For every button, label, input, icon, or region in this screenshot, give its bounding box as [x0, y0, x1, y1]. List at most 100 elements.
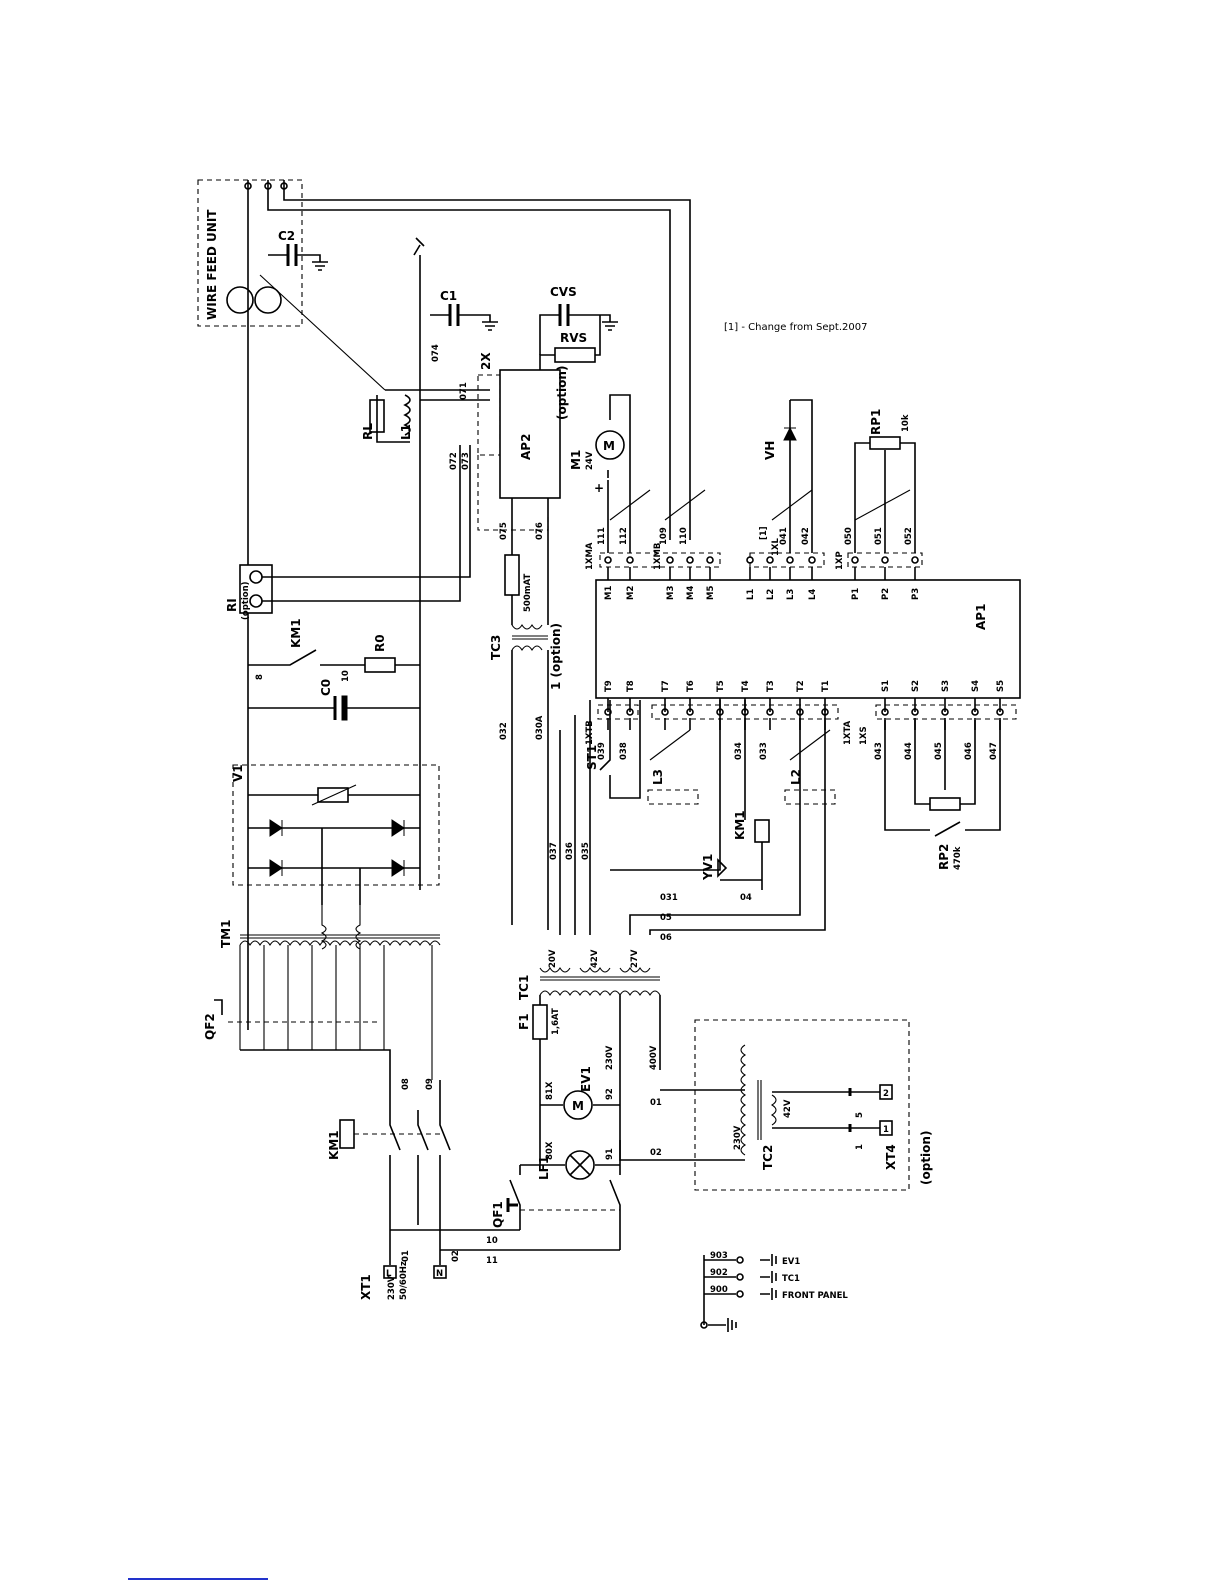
ground-row-terminal [736, 1290, 744, 1298]
ap1-bottom-pin-label: T5 [716, 680, 726, 692]
ground-label: TC1 [782, 1274, 800, 1284]
connector-1xl [749, 552, 825, 568]
vh-label: VH [763, 441, 777, 460]
ap1-top-pin-contact [686, 556, 694, 564]
tm1-label: TM1 [219, 920, 233, 948]
ground-wire-number: 902 [710, 1268, 728, 1278]
tc1-tap-27v: 27V [630, 949, 640, 968]
ap1-bottom-pin-label: S5 [996, 680, 1006, 692]
motor-m1: M + M1 24V [569, 394, 706, 553]
connector-1xmb: 1XMB [653, 543, 663, 570]
ferrite-l3: L3 [647, 729, 699, 805]
connector-1xp [847, 552, 923, 568]
wire-label-bottom: 046 [964, 742, 974, 760]
connector-1xma-1xmb [599, 552, 721, 568]
f1-label: F1 [517, 1013, 531, 1030]
ap1-bottom-pin-contact [716, 708, 724, 716]
tc2-230v: 230V [733, 1125, 743, 1150]
connector-1xl-note: [1] [759, 526, 769, 540]
ap1-bottom-pin-contact [766, 708, 774, 716]
wire-81x: 02 [650, 1148, 662, 1158]
v1-label: V1 [231, 764, 245, 782]
f1-rating: 1,6AT [551, 1008, 561, 1035]
wire-label-bottom: 034 [734, 742, 744, 760]
ap1-bottom-pin-contact [911, 708, 919, 716]
km1-contact-label: KM1 [289, 618, 303, 648]
ap1-top-pin-contact [626, 556, 634, 564]
ap1-bottom-pin-label: T1 [821, 680, 831, 692]
wire-label-bottom: 043 [874, 742, 884, 760]
ap1-bottom-pin-label: S2 [911, 680, 921, 692]
footer-link-underline[interactable] [128, 1578, 268, 1580]
transformer-tc1: TC1 20V 42V 27V 230V 400V [517, 949, 661, 1070]
rp1-value: 10k [901, 414, 911, 432]
connector-2x-label: 2X [479, 352, 493, 370]
connector-1xta [651, 704, 839, 720]
wire-label-top: 042 [801, 527, 811, 545]
qf2-label: QF2 [203, 1013, 217, 1040]
wire-label-bottom: 033 [759, 742, 769, 760]
relay-km1-yv1: KM1 YV1 [701, 700, 770, 890]
wire-074: 074 [431, 344, 441, 362]
fan-ev1: M EV1 81X 92 80X 91 [539, 1066, 621, 1165]
wire-11: 92 [605, 1088, 615, 1100]
ap1-top-pin-label: P3 [911, 588, 921, 600]
fuse-tc3-rating: 500mAT [523, 573, 533, 612]
capacitor-c1: C1 [430, 289, 498, 331]
mains-xt1: L N XT1 230V 50/60Hz 01 02 10 11 [359, 1225, 620, 1300]
rectifier-v1: V1 [231, 764, 440, 905]
ground-label: FRONT PANEL [782, 1291, 848, 1301]
wire-04: 08 [401, 1078, 411, 1090]
wire-label-bottom: 039 [597, 742, 607, 760]
breaker-qf1: QF1 [491, 1165, 621, 1250]
wire-030a: 04 [740, 893, 752, 903]
ap1-bottom-pin-contact [796, 708, 804, 716]
ap1-top-pin-label: P1 [851, 588, 861, 600]
xt4-option-block: 2 1 230V 42V TC2 XT4 (option) 5 1 01 02 [619, 1019, 933, 1191]
tc1-tap-230v: 230V [605, 1045, 615, 1070]
ap1-top-pin-contact [911, 556, 919, 564]
km1-contact-r0: KM1 R0 8 10 [248, 618, 420, 682]
ap1-top-pin-label: M3 [666, 586, 676, 600]
wires-031-032 [629, 710, 826, 935]
ap1-top-pin-contact [786, 556, 794, 564]
wire-07: 11 [486, 1256, 498, 1266]
tc1-tap-20v: 20V [548, 949, 558, 968]
transformer-tm1: TM1 [219, 905, 441, 1080]
wire-80x: 01 [650, 1098, 662, 1108]
wire-08: 80X [545, 1141, 555, 1160]
transformer-tc3: 500mAT TC3 1 (option) 075 076 032 030A [489, 498, 563, 930]
motor-plus-sign: + [594, 481, 604, 495]
ap1-top-pin-label: M5 [706, 586, 716, 600]
wire-label-bottom: 045 [934, 742, 944, 760]
ground-row-terminal [736, 1256, 744, 1264]
ap1-bottom-pin-contact [661, 708, 669, 716]
ap1-bottom-pin-label: T2 [796, 680, 806, 692]
wire-label-top: 111 [597, 527, 607, 545]
m1-motor-glyph: M [603, 439, 615, 453]
tc1-label: TC1 [517, 975, 531, 1000]
ap1-top-pin-contact [766, 556, 774, 564]
tc1-tap-400v: 400V [649, 1045, 659, 1070]
xt4-pin-2: 2 [883, 1089, 889, 1099]
wire-032: 05 [660, 913, 672, 923]
km1-relay-label: KM1 [733, 810, 747, 840]
board-ap2: AP2 (option) [499, 354, 569, 499]
ap1-bottom-pin-label: T6 [686, 680, 696, 692]
ap1-top-pin-contact [808, 556, 816, 564]
wire-01: 01 [401, 1250, 411, 1262]
connector-1xta-label: 1XTA [843, 720, 853, 745]
wire-91: 8 [255, 674, 265, 680]
ap1-top-pin-contact [706, 556, 714, 564]
ap1-top-pin-label: L3 [786, 589, 796, 600]
ap1-bottom-pin-contact [686, 708, 694, 716]
ap1-bottom-pin-contact [996, 708, 1004, 716]
wire-92: 10 [341, 670, 351, 682]
ground-wire-number: 903 [710, 1251, 728, 1261]
qf1-label: QF1 [491, 1201, 505, 1228]
revision-note: [1] - Change from Sept.2007 [724, 322, 867, 333]
